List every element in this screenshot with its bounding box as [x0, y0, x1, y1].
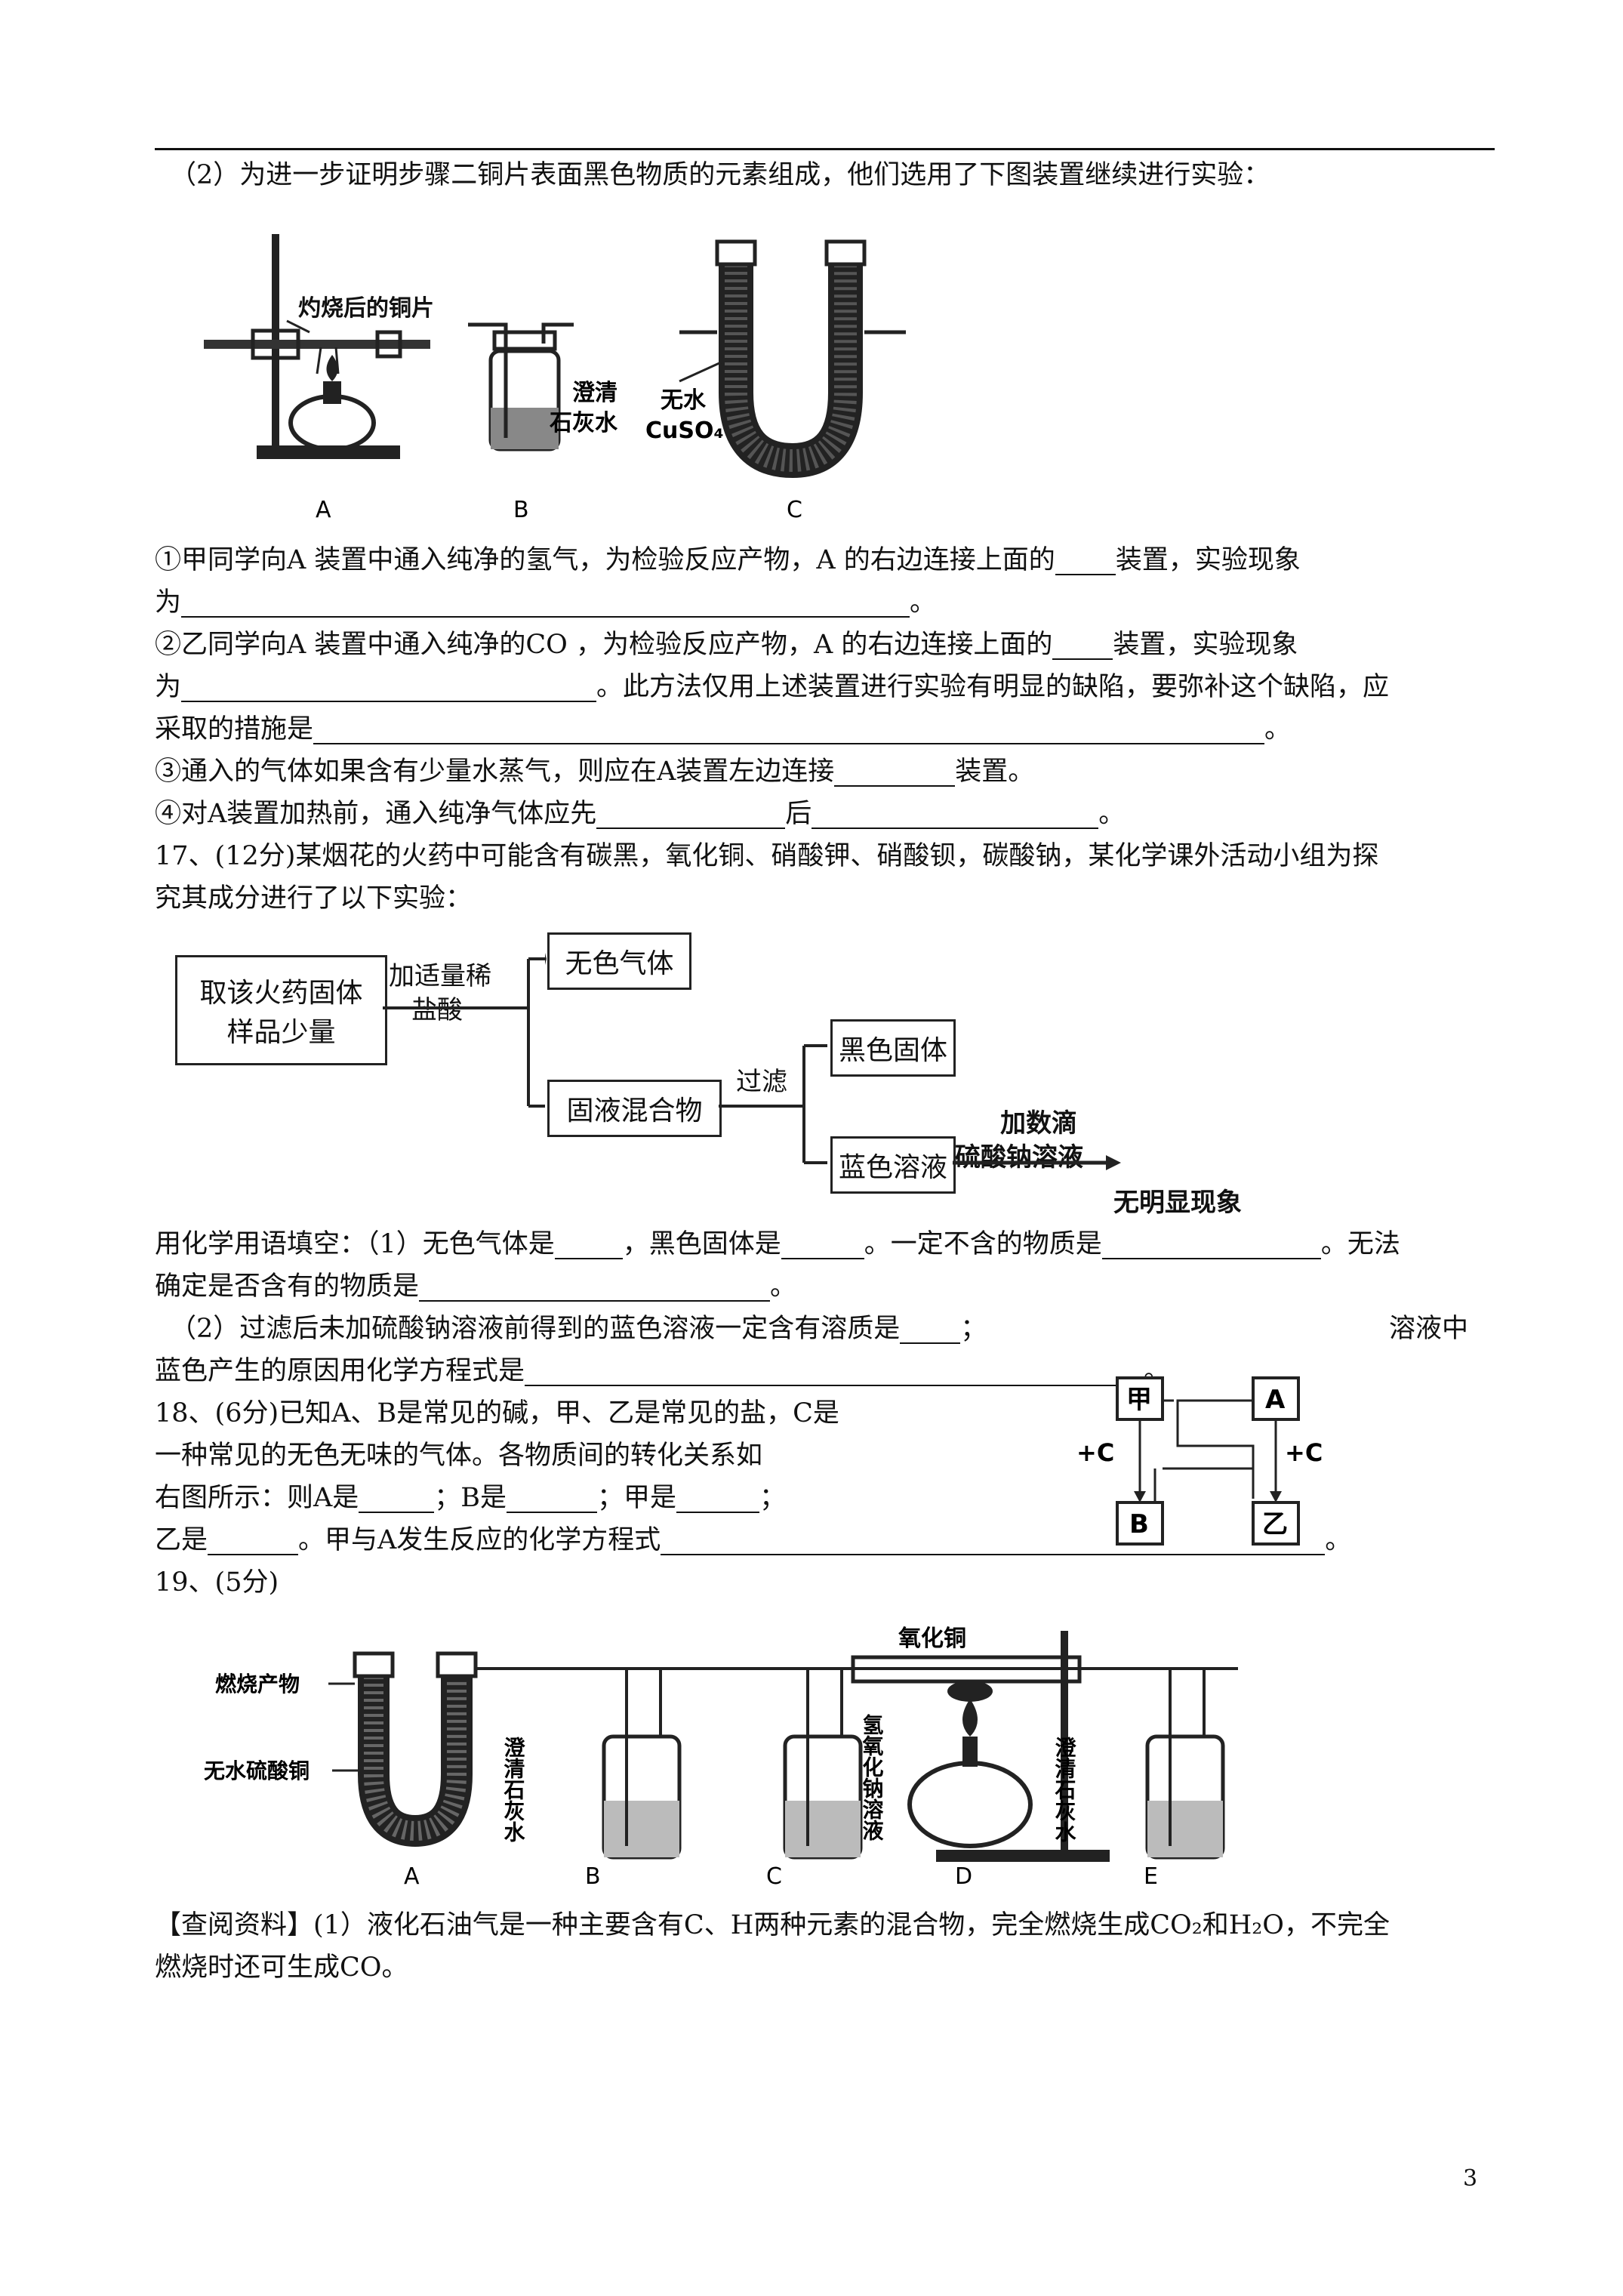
page-number: 3 [1463, 2165, 1478, 2192]
node-jia: 甲 [1126, 1385, 1152, 1415]
reagent-label-2: 盐酸 [411, 995, 463, 1025]
q19-title: 19、(5分) [155, 1567, 279, 1598]
q18-l2: 一种常见的无色无味的气体。各物质间的转化关系如 [155, 1441, 763, 1471]
svg-text:D: D [955, 1863, 972, 1890]
answer-blank[interactable] [208, 1528, 299, 1555]
top-rule [155, 148, 1495, 150]
svg-text:+C: +C [1285, 1438, 1323, 1467]
q18-l3: 右图所示：则A是；B是；甲是； [155, 1483, 787, 1513]
flow-start-line1: 取该火药固体 [199, 978, 363, 1009]
q16-s4: ④对A装置加热前，通入纯净气体应先后。 [155, 799, 1126, 829]
answer-blank[interactable] [1052, 633, 1113, 660]
answer-blank[interactable] [596, 802, 786, 829]
stand-base [257, 445, 400, 459]
svg-text:燃烧产物: 燃烧产物 [215, 1672, 300, 1697]
svg-text:无水硫酸铜: 无水硫酸铜 [204, 1758, 310, 1783]
q17-q2-cont: 蓝色产生的原因用化学方程式是。 [155, 1356, 1171, 1386]
svg-text:澄清石灰水: 澄清石灰水 [501, 1737, 526, 1842]
svg-text:无水: 无水 [661, 387, 707, 414]
answer-blank[interactable] [812, 802, 1099, 829]
svg-text:澄清石灰水: 澄清石灰水 [1052, 1737, 1077, 1842]
flow-blue-solution-box: 蓝色溶液 [830, 1136, 956, 1194]
q16-s3: ③通入的气体如果含有少量水蒸气，则应在A装置左边连接装置。 [155, 757, 1035, 787]
q17-q2: （2）过滤后未加硫酸钠溶液前得到的蓝色溶液一定含有溶质是； [170, 1314, 987, 1344]
q16-s2-measure: 采取的措施是。 [155, 714, 1292, 744]
answer-blank[interactable] [181, 590, 910, 618]
answer-blank[interactable] [525, 1359, 1144, 1386]
answer-blank[interactable] [359, 1486, 435, 1513]
q18-relation-diagram: 甲 A B 乙 +C +C [1076, 1376, 1323, 1546]
combustion-tube [204, 340, 430, 349]
svg-text:CuSO₄: CuSO₄ [645, 418, 724, 444]
answer-blank[interactable] [507, 1486, 598, 1513]
node-b: B [1129, 1509, 1149, 1539]
reagent-label-1: 加适量稀 [389, 961, 491, 991]
label-b: B [513, 497, 529, 523]
answer-blank[interactable] [1055, 548, 1116, 575]
flow-start-box: 取该火药固体 样品少量 [175, 955, 387, 1065]
label-c: C [787, 497, 802, 523]
answer-blank[interactable] [900, 1317, 961, 1344]
u-tube-c [719, 264, 863, 479]
q17-q2-right: 溶液中 [1389, 1314, 1469, 1344]
alcohol-lamp [288, 394, 376, 451]
q18-l4: 乙是。甲与A发生反应的化学方程式。 [155, 1525, 1352, 1555]
svg-text:石灰水: 石灰水 [549, 410, 618, 436]
answer-blank[interactable] [676, 1486, 760, 1513]
flow-black-solid-box: 黑色固体 [830, 1019, 956, 1077]
flow-start-line2: 样品少量 [226, 1017, 336, 1048]
copper-label: 灼烧后的铜片 [298, 295, 434, 322]
flow-gas-box: 无色气体 [547, 932, 691, 990]
label-a: A [316, 497, 331, 523]
svg-text:澄清: 澄清 [572, 380, 617, 406]
node-a: A [1265, 1385, 1286, 1415]
svg-text:B: B [585, 1863, 601, 1890]
q18-l1: 18、(6分)已知A、B是常见的碱，甲、乙是常见的盐，C是 [155, 1398, 839, 1428]
q17-q1: 用化学用语填空：（1）无色气体是，黑色固体是。一定不含的物质是。无法 [155, 1229, 1400, 1259]
add-label-1: 加数滴 [1000, 1108, 1077, 1139]
answer-blank[interactable] [419, 1274, 771, 1302]
q16-s1-cont: 为。 [155, 587, 937, 618]
answer-blank[interactable] [781, 1232, 864, 1259]
svg-text:氢氧化钠溶液: 氢氧化钠溶液 [860, 1713, 885, 1841]
q16-s2: ②乙同学向A 装置中通入纯净的CO ，为检验反应产物，A 的右边连接上面的装置，… [155, 630, 1298, 660]
answer-blank[interactable] [834, 760, 956, 787]
answer-blank[interactable] [554, 1232, 623, 1259]
add-label-2: 硫酸钠溶液 [955, 1142, 1083, 1173]
q16-2-intro: （2）为进一步证明步骤二铜片表面黑色物质的元素组成，他们选用了下图装置继续进行实… [170, 160, 1270, 190]
flow-mixture-box: 固液混合物 [547, 1080, 722, 1137]
q19-apparatus-figure: 燃烧产物 无水硫酸铜 澄清石灰水 氢氧化钠溶液 氧化铜 [204, 1626, 1238, 1890]
q17-intro-1: 17、(12分)某烟花的火药中可能含有碳黑，氧化铜、硝酸钾、硝酸钡，碳酸钠，某化… [155, 841, 1379, 871]
answer-blank[interactable] [181, 675, 597, 702]
svg-text:氧化铜: 氧化铜 [898, 1626, 966, 1652]
svg-text:E: E [1144, 1863, 1158, 1890]
q16-s2-cont: 为。此方法仅用上述装置进行实验有明显的缺陷，要弥补这个缺陷，应 [155, 672, 1390, 702]
flowchart-connectors [383, 953, 1121, 1170]
apparatus-figure-1: 灼烧后的铜片 澄清 石灰水 无水 CuSO₄ A B C [204, 234, 906, 523]
svg-text:A: A [404, 1863, 420, 1890]
svg-text:C: C [766, 1863, 782, 1890]
answer-blank[interactable] [661, 1528, 1326, 1555]
q19-ref-1: 【查阅资料】(1）液化石油气是一种主要含有C、H两种元素的混合物，完全燃烧生成C… [155, 1910, 1390, 1940]
filter-label: 过滤 [736, 1067, 787, 1097]
answer-blank[interactable] [313, 717, 1265, 744]
q17-intro-2: 究其成分进行了以下实验： [155, 883, 473, 914]
q17-q1-cont: 确定是否含有的物质是。 [155, 1271, 797, 1302]
q19-ref-2: 燃烧时还可生成CO。 [155, 1952, 408, 1983]
svg-text:+C: +C [1076, 1438, 1114, 1467]
node-yi: 乙 [1262, 1509, 1288, 1539]
q16-s1: ①甲同学向A 装置中通入纯净的氢气，为检验反应产物，A 的右边连接上面的装置，实… [155, 545, 1301, 575]
result-label: 无明显现象 [1113, 1188, 1242, 1218]
answer-blank[interactable] [1101, 1232, 1321, 1259]
